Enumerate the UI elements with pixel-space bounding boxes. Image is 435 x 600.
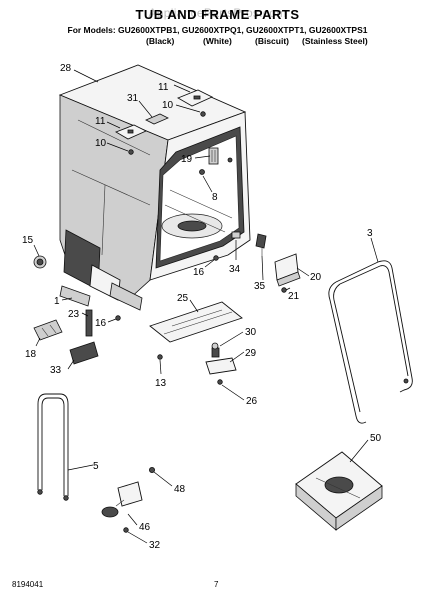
part-50[interactable]: [295, 451, 383, 531]
callout-33[interactable]: 33: [50, 365, 62, 376]
hinge-bracket-upper[interactable]: [176, 89, 214, 107]
variant-biscuit: (Biscuit): [255, 36, 289, 46]
part-30[interactable]: [211, 342, 220, 358]
callout-46[interactable]: 46: [139, 522, 151, 533]
door-gasket[interactable]: [328, 260, 413, 424]
callout-26[interactable]: 26: [246, 396, 258, 407]
document-code: 8194041: [12, 580, 44, 589]
callout-16-lower[interactable]: 16: [95, 318, 107, 329]
part-46[interactable]: [101, 481, 143, 518]
vent-part[interactable]: [145, 113, 169, 125]
page-number: 7: [214, 580, 219, 589]
watermark: AppliancePartsPros.com: [148, 6, 287, 20]
tub-assembly[interactable]: [58, 64, 251, 311]
callout-3[interactable]: 3: [367, 228, 373, 239]
part-33[interactable]: [69, 341, 99, 365]
callout-15[interactable]: 15: [22, 235, 34, 246]
screw-10b[interactable]: [128, 149, 134, 155]
bracket-20[interactable]: [274, 253, 301, 287]
callout-32[interactable]: 32: [149, 540, 161, 551]
fitting-35[interactable]: [255, 233, 267, 256]
part-23[interactable]: [85, 309, 93, 337]
screw-48[interactable]: [148, 466, 155, 473]
callout-34[interactable]: 34: [229, 264, 241, 275]
bracket-29[interactable]: [205, 357, 237, 375]
callout-11-left[interactable]: 11: [95, 116, 106, 127]
callout-48[interactable]: 48: [174, 484, 186, 495]
callout-18[interactable]: 18: [25, 349, 37, 360]
variant-white: (White): [203, 36, 232, 46]
callout-19[interactable]: 19: [181, 154, 193, 165]
screw-13[interactable]: [157, 354, 163, 360]
callout-50[interactable]: 50: [370, 433, 382, 444]
clip-34[interactable]: [231, 231, 241, 239]
callout-labels: 28 11 10 31 11 10 19 8 3 15 16 34 35 20 …: [22, 63, 382, 551]
callout-8[interactable]: 8: [212, 192, 218, 203]
screw-8[interactable]: [199, 169, 205, 175]
callout-23[interactable]: 23: [68, 309, 80, 320]
callout-29[interactable]: 29: [245, 348, 257, 359]
models-line: For Models: GU2600XTPB1, GU2600XTPQ1, GU…: [67, 25, 368, 35]
part-18[interactable]: [33, 319, 63, 341]
callout-30[interactable]: 30: [245, 327, 257, 338]
screw-10a[interactable]: [200, 111, 206, 117]
callout-28[interactable]: 28: [60, 63, 72, 74]
callout-11-upper[interactable]: 11: [158, 82, 169, 93]
part-1[interactable]: [59, 285, 91, 307]
screw-21[interactable]: [281, 287, 287, 293]
leader-lines: [33, 69, 379, 544]
callout-25[interactable]: 25: [177, 293, 189, 304]
callout-31[interactable]: 31: [127, 93, 139, 104]
callout-16-upper[interactable]: 16: [193, 267, 205, 278]
page-title: TUB AND FRAME PARTS: [135, 7, 300, 22]
callout-20[interactable]: 20: [310, 272, 322, 283]
hinge-bracket-left[interactable]: [114, 124, 148, 140]
screw-16a[interactable]: [213, 255, 219, 261]
screw-32[interactable]: [123, 527, 129, 533]
callout-35[interactable]: 35: [254, 281, 266, 292]
variant-stainless: (Stainless Steel): [302, 36, 368, 46]
callout-21[interactable]: 21: [288, 291, 300, 302]
strike-part[interactable]: [208, 147, 219, 165]
plate-25[interactable]: [149, 301, 243, 343]
screw-26[interactable]: [217, 379, 223, 385]
heating-element[interactable]: [37, 393, 69, 501]
variant-black: (Black): [146, 36, 175, 46]
callout-10-upper[interactable]: 10: [162, 100, 174, 111]
screw-16b[interactable]: [115, 315, 121, 321]
callout-13[interactable]: 13: [155, 378, 167, 389]
leveling-leg[interactable]: [33, 255, 47, 269]
callout-1[interactable]: 1: [54, 296, 60, 307]
callout-10-left[interactable]: 10: [95, 138, 107, 149]
screw-19[interactable]: [227, 157, 233, 163]
callout-5[interactable]: 5: [93, 461, 99, 472]
